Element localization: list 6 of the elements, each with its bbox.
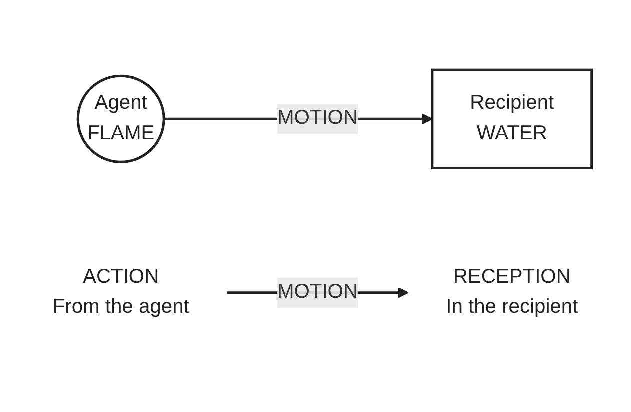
node-text: ACTION From the agent [52, 266, 190, 318]
edge-label: MOTION [277, 108, 358, 130]
node-circle: Agent FLAME [76, 74, 166, 164]
node-text: RECEPTION In the recipient [446, 266, 578, 318]
edge-label: MOTION [277, 282, 358, 303]
node-box: Recipient WATER [431, 68, 594, 170]
